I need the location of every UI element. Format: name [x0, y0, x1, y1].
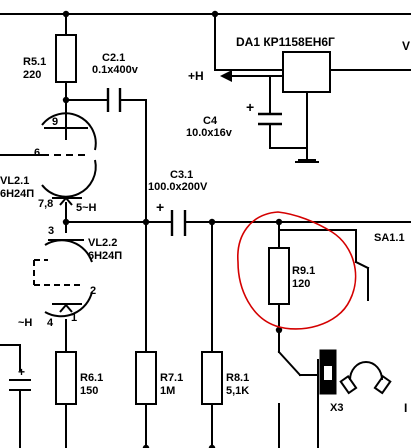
c3-plus-mark: +	[156, 199, 164, 215]
capacitor-c2-symbol	[106, 88, 122, 112]
c4-plus-mark: +	[246, 99, 254, 115]
tube-vl2-2-symbol	[33, 239, 93, 318]
da1-label: DA1 КР1158ЕН6Г	[236, 35, 335, 49]
pin-1: 1	[71, 312, 78, 324]
r9-value: 120	[292, 278, 311, 290]
r8-value: 5,1K	[226, 385, 250, 397]
pin-9: 9	[52, 116, 59, 128]
r6-ref: R6.1	[80, 372, 104, 384]
r6-value: 150	[80, 385, 99, 397]
r9-ref: R9.1	[292, 265, 316, 277]
vl2-2-ref: VL2.2	[88, 237, 118, 249]
r7-value: 1M	[160, 385, 176, 397]
resistor-r8-body	[201, 351, 223, 405]
red-annotation-circle	[237, 211, 357, 330]
x3-ref: X3	[330, 402, 344, 414]
c2-value: 0.1x400v	[92, 64, 138, 76]
sa1-ref: SA1.1	[374, 232, 405, 244]
capacitor-c4-symbol	[258, 112, 282, 126]
c4-ref: C4	[203, 115, 218, 127]
heater-a-label: 5~H	[76, 202, 97, 214]
c4-value: 10.0x16v	[186, 127, 232, 139]
r5-value: 220	[23, 69, 42, 81]
regulator-da1-body	[282, 51, 331, 93]
resistor-r7-body	[135, 351, 157, 405]
arrow-left-icon	[220, 70, 232, 82]
vl2-1-type: 6H24П	[0, 188, 35, 200]
pin-4: 4	[47, 317, 54, 329]
edge-mark-top: V	[402, 39, 411, 53]
heater-b-label: ~H	[18, 317, 33, 329]
pin-6: 6	[34, 147, 41, 159]
junctions	[62, 10, 283, 448]
pin-78: 7,8	[38, 198, 54, 210]
r5-ref: R5.1	[23, 56, 47, 68]
r7-ref: R7.1	[160, 372, 184, 384]
resistor-r6-body	[55, 351, 77, 405]
capacitor-c3-symbol	[170, 210, 187, 236]
pin-3: 3	[48, 225, 55, 237]
c3-value: 100.0x200V	[148, 181, 208, 193]
c3-ref: C3.1	[170, 169, 194, 181]
headphones-icon	[339, 361, 392, 395]
vl2-2-type: 6H24П	[88, 250, 123, 262]
left-cap-plus: +	[18, 365, 26, 379]
resistor-r5-body	[55, 34, 77, 83]
resistor-r9-body	[268, 247, 290, 305]
edge-mark-bottom: I	[404, 401, 408, 415]
pin-2: 2	[90, 285, 97, 297]
wires	[0, 13, 411, 448]
c2-ref: C2.1	[102, 52, 126, 64]
plus-h-label: +H	[188, 69, 204, 83]
tube-vl2-1-symbol	[41, 112, 97, 206]
r8-ref: R8.1	[226, 372, 250, 384]
vl2-1-ref: VL2.1	[0, 175, 30, 187]
